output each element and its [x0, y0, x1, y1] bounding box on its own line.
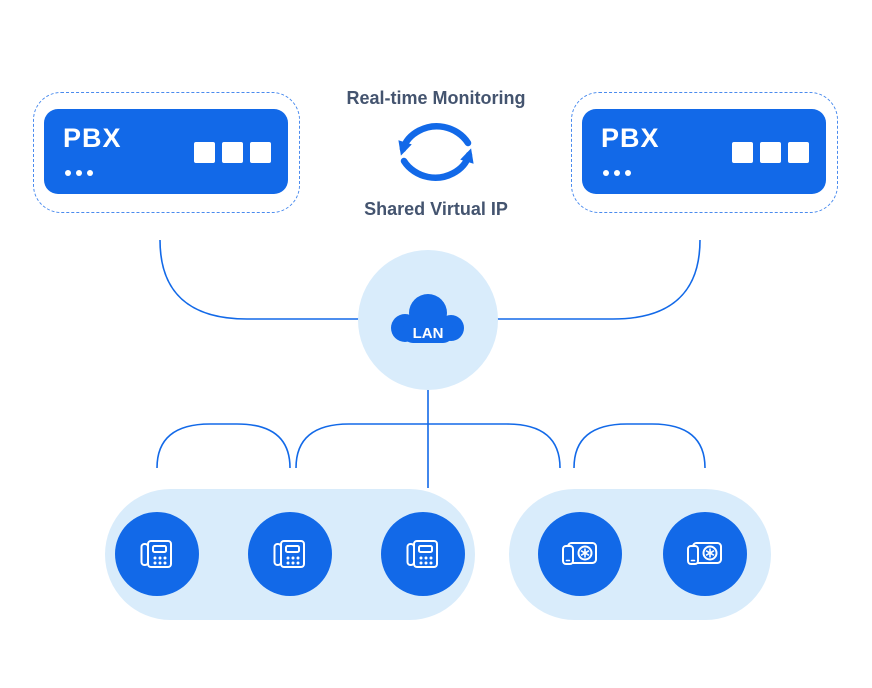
desk-phone-icon	[406, 540, 438, 568]
pbx-standby-label: PBX	[601, 123, 660, 153]
desk-phone-icon	[140, 540, 172, 568]
port-square	[222, 142, 243, 163]
ip-phone-node	[115, 512, 199, 596]
pbx-ports	[732, 142, 809, 163]
realtime-monitoring-label: Real-time Monitoring	[346, 88, 526, 108]
bracket-phones-left	[156, 423, 291, 469]
pbx-status-lights	[65, 170, 93, 176]
softphone-node	[663, 512, 747, 596]
status-dot	[603, 170, 609, 176]
port-square	[250, 142, 271, 163]
connector-pbx-right-to-lan	[495, 239, 701, 320]
status-dot	[87, 170, 93, 176]
pbx-primary-box: PBX	[44, 109, 288, 194]
pbx-status-lights	[603, 170, 631, 176]
connector-pbx-left-to-lan	[159, 239, 361, 320]
softphone-node	[538, 512, 622, 596]
status-dot	[76, 170, 82, 176]
ip-phone-node	[248, 512, 332, 596]
port-square	[760, 142, 781, 163]
ip-phone-node	[381, 512, 465, 596]
multi-device-icon	[562, 542, 597, 565]
shared-virtual-ip-label: Shared Virtual IP	[364, 199, 508, 219]
pbx-standby-outline: PBX	[571, 92, 838, 213]
status-dot	[625, 170, 631, 176]
port-square	[732, 142, 753, 163]
sync-arrows-icon	[398, 123, 474, 181]
lan-node: LAN	[358, 250, 498, 390]
lan-label: LAN	[413, 325, 444, 342]
pbx-primary-label: PBX	[63, 123, 122, 153]
pbx-primary-outline: PBX	[33, 92, 300, 213]
bracket-center	[295, 423, 561, 469]
pbx-ports	[194, 142, 271, 163]
multi-device-icon	[687, 542, 722, 565]
ip-phone-group	[105, 489, 475, 620]
status-dot	[65, 170, 71, 176]
bracket-softphones	[573, 423, 706, 469]
port-square	[788, 142, 809, 163]
pbx-standby-box: PBX	[582, 109, 826, 194]
softphone-group	[509, 489, 771, 620]
port-square	[194, 142, 215, 163]
status-dot	[614, 170, 620, 176]
desk-phone-icon	[273, 540, 305, 568]
cloud-icon: LAN	[391, 294, 464, 343]
